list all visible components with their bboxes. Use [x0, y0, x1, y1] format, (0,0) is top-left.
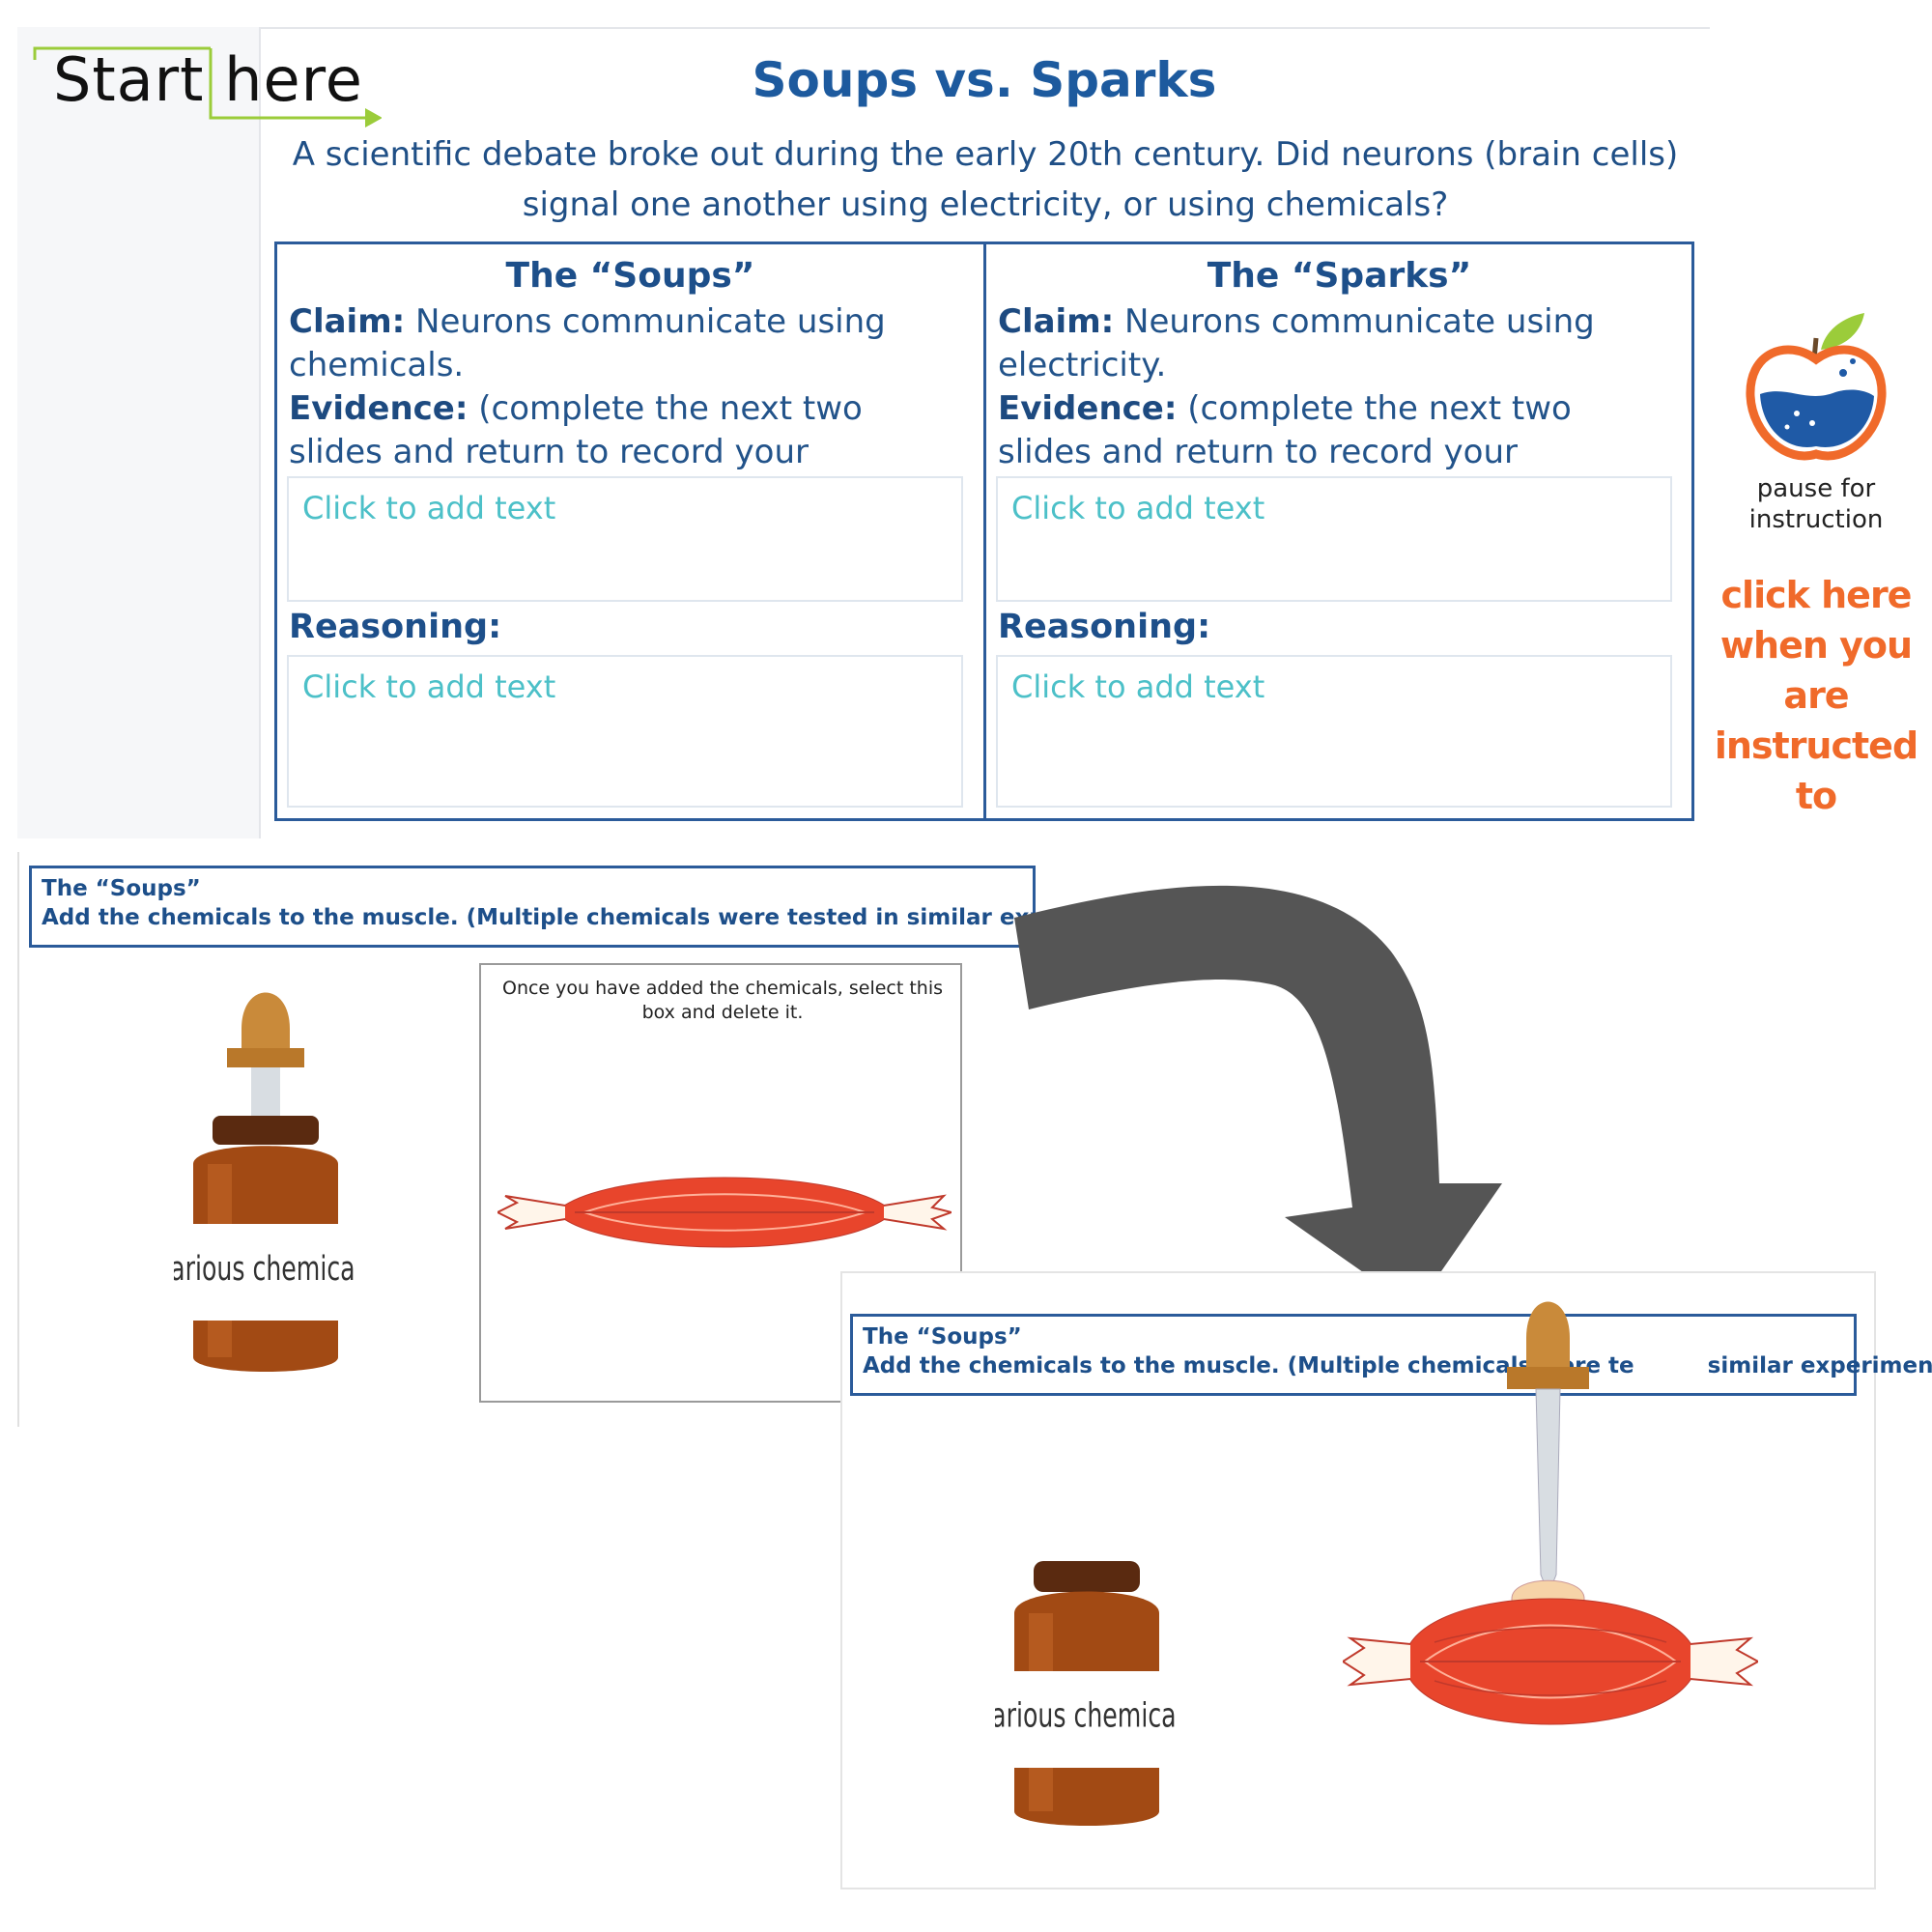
sparks-claim-text: Neurons communicate using electricity. [998, 302, 1595, 384]
pause-line-1: pause for [1756, 474, 1876, 503]
middle-header-instructions: Add the chemicals to the muscle. (Multip… [42, 905, 1167, 930]
click-line-1: click here [1720, 574, 1913, 616]
soups-reasoning-label: Reasoning: [289, 608, 502, 646]
middle-slide-header: The “Soups” Add the chemicals to the mus… [29, 866, 1167, 948]
sparks-evidence-text: (complete the next two slides and return… [998, 389, 1572, 515]
soups-claim-evidence: Claim: Neurons communicate using chemica… [289, 300, 965, 518]
middle-bottle-label: various chemicals [174, 1250, 357, 1289]
dropper-icon[interactable] [1492, 1285, 1599, 1633]
soups-claim-label: Claim: [289, 302, 406, 341]
sparks-column: The “Sparks” Claim: Neurons communicate … [986, 244, 1692, 818]
bottle-icon: various chemicals [995, 1561, 1179, 1826]
start-here-logo[interactable]: Start here [29, 39, 382, 135]
bottom-header-title: The “Soups” [863, 1324, 1022, 1350]
intro-line-1: A scientific debate broke out during the… [292, 135, 1679, 174]
soups-heading: The “Soups” [505, 256, 755, 296]
sparks-reasoning-textbox[interactable]: Click to add text [996, 655, 1672, 808]
sparks-evidence-label: Evidence: [998, 389, 1178, 428]
pause-line-2: instruction [1748, 505, 1884, 534]
soups-column: The “Soups” Claim: Neurons communicate u… [277, 244, 983, 818]
sparks-claim-evidence: Claim: Neurons communicate using electri… [998, 300, 1674, 518]
chemical-bottle-with-dropper[interactable]: various chemicals [174, 971, 357, 1386]
muscle-icon [1343, 1598, 1758, 1725]
start-here-frame-icon [33, 46, 382, 128]
sparks-heading: The “Sparks” [1207, 256, 1472, 296]
soups-claim-text: Neurons communicate using chemicals. [289, 302, 886, 384]
sparks-reasoning-placeholder: Click to add text [1011, 668, 1265, 705]
soups-reasoning-textbox[interactable]: Click to add text [287, 655, 963, 808]
click-line-3: instructed to [1714, 724, 1918, 817]
bottom-header-instructions-left: Add the chemicals to the muscle. (Multip… [863, 1353, 1634, 1378]
bottom-header-instructions-right: similar experiments) [1707, 1353, 1932, 1378]
click-line-2: when you are [1719, 624, 1913, 717]
apple-flask-icon [1746, 313, 1887, 461]
instruction-box-text: Once you have added the chemicals, selec… [501, 978, 944, 1023]
start-here-text: Start here [53, 44, 363, 115]
claim-evidence-table: The “Soups” Claim: Neurons communicate u… [274, 242, 1694, 821]
bottom-slide-header: The “Soups” Add the chemicals to the mus… [850, 1314, 1932, 1396]
soups-evidence-label: Evidence: [289, 389, 469, 428]
soups-reasoning-placeholder: Click to add text [302, 668, 556, 705]
muscle-icon [497, 1177, 952, 1248]
curved-arrow-icon [1014, 885, 1502, 1309]
sparks-evidence-placeholder: Click to add text [1011, 490, 1265, 526]
intro-text: A scientific debate broke out during the… [290, 129, 1681, 230]
column-divider [983, 244, 986, 818]
chemical-bottle[interactable]: various chemicals [995, 1555, 1179, 1835]
click-here-note: click here when you are instructed to [1710, 570, 1922, 821]
dropper-icon [227, 992, 304, 1125]
sparks-reasoning-label: Reasoning: [998, 608, 1211, 646]
sparks-claim-label: Claim: [998, 302, 1115, 341]
bottle-icon: various chemicals [174, 1116, 357, 1372]
pause-for-instruction-button[interactable] [1729, 299, 1903, 536]
middle-header-title: The “Soups” [42, 876, 201, 901]
sparks-evidence-textbox[interactable]: Click to add text [996, 476, 1672, 602]
page-title: Soups vs. Sparks [752, 52, 1217, 108]
bottom-header-instructions: Add the chemicals to the muscle. (Multip… [863, 1353, 1932, 1378]
soups-evidence-textbox[interactable]: Click to add text [287, 476, 963, 602]
bottom-bottle-label: various chemicals [995, 1697, 1179, 1736]
pause-for-instruction-label: pause for instruction [1729, 473, 1903, 535]
soups-evidence-placeholder: Click to add text [302, 490, 556, 526]
intro-line-2: signal one another using electricity, or… [522, 185, 1449, 224]
